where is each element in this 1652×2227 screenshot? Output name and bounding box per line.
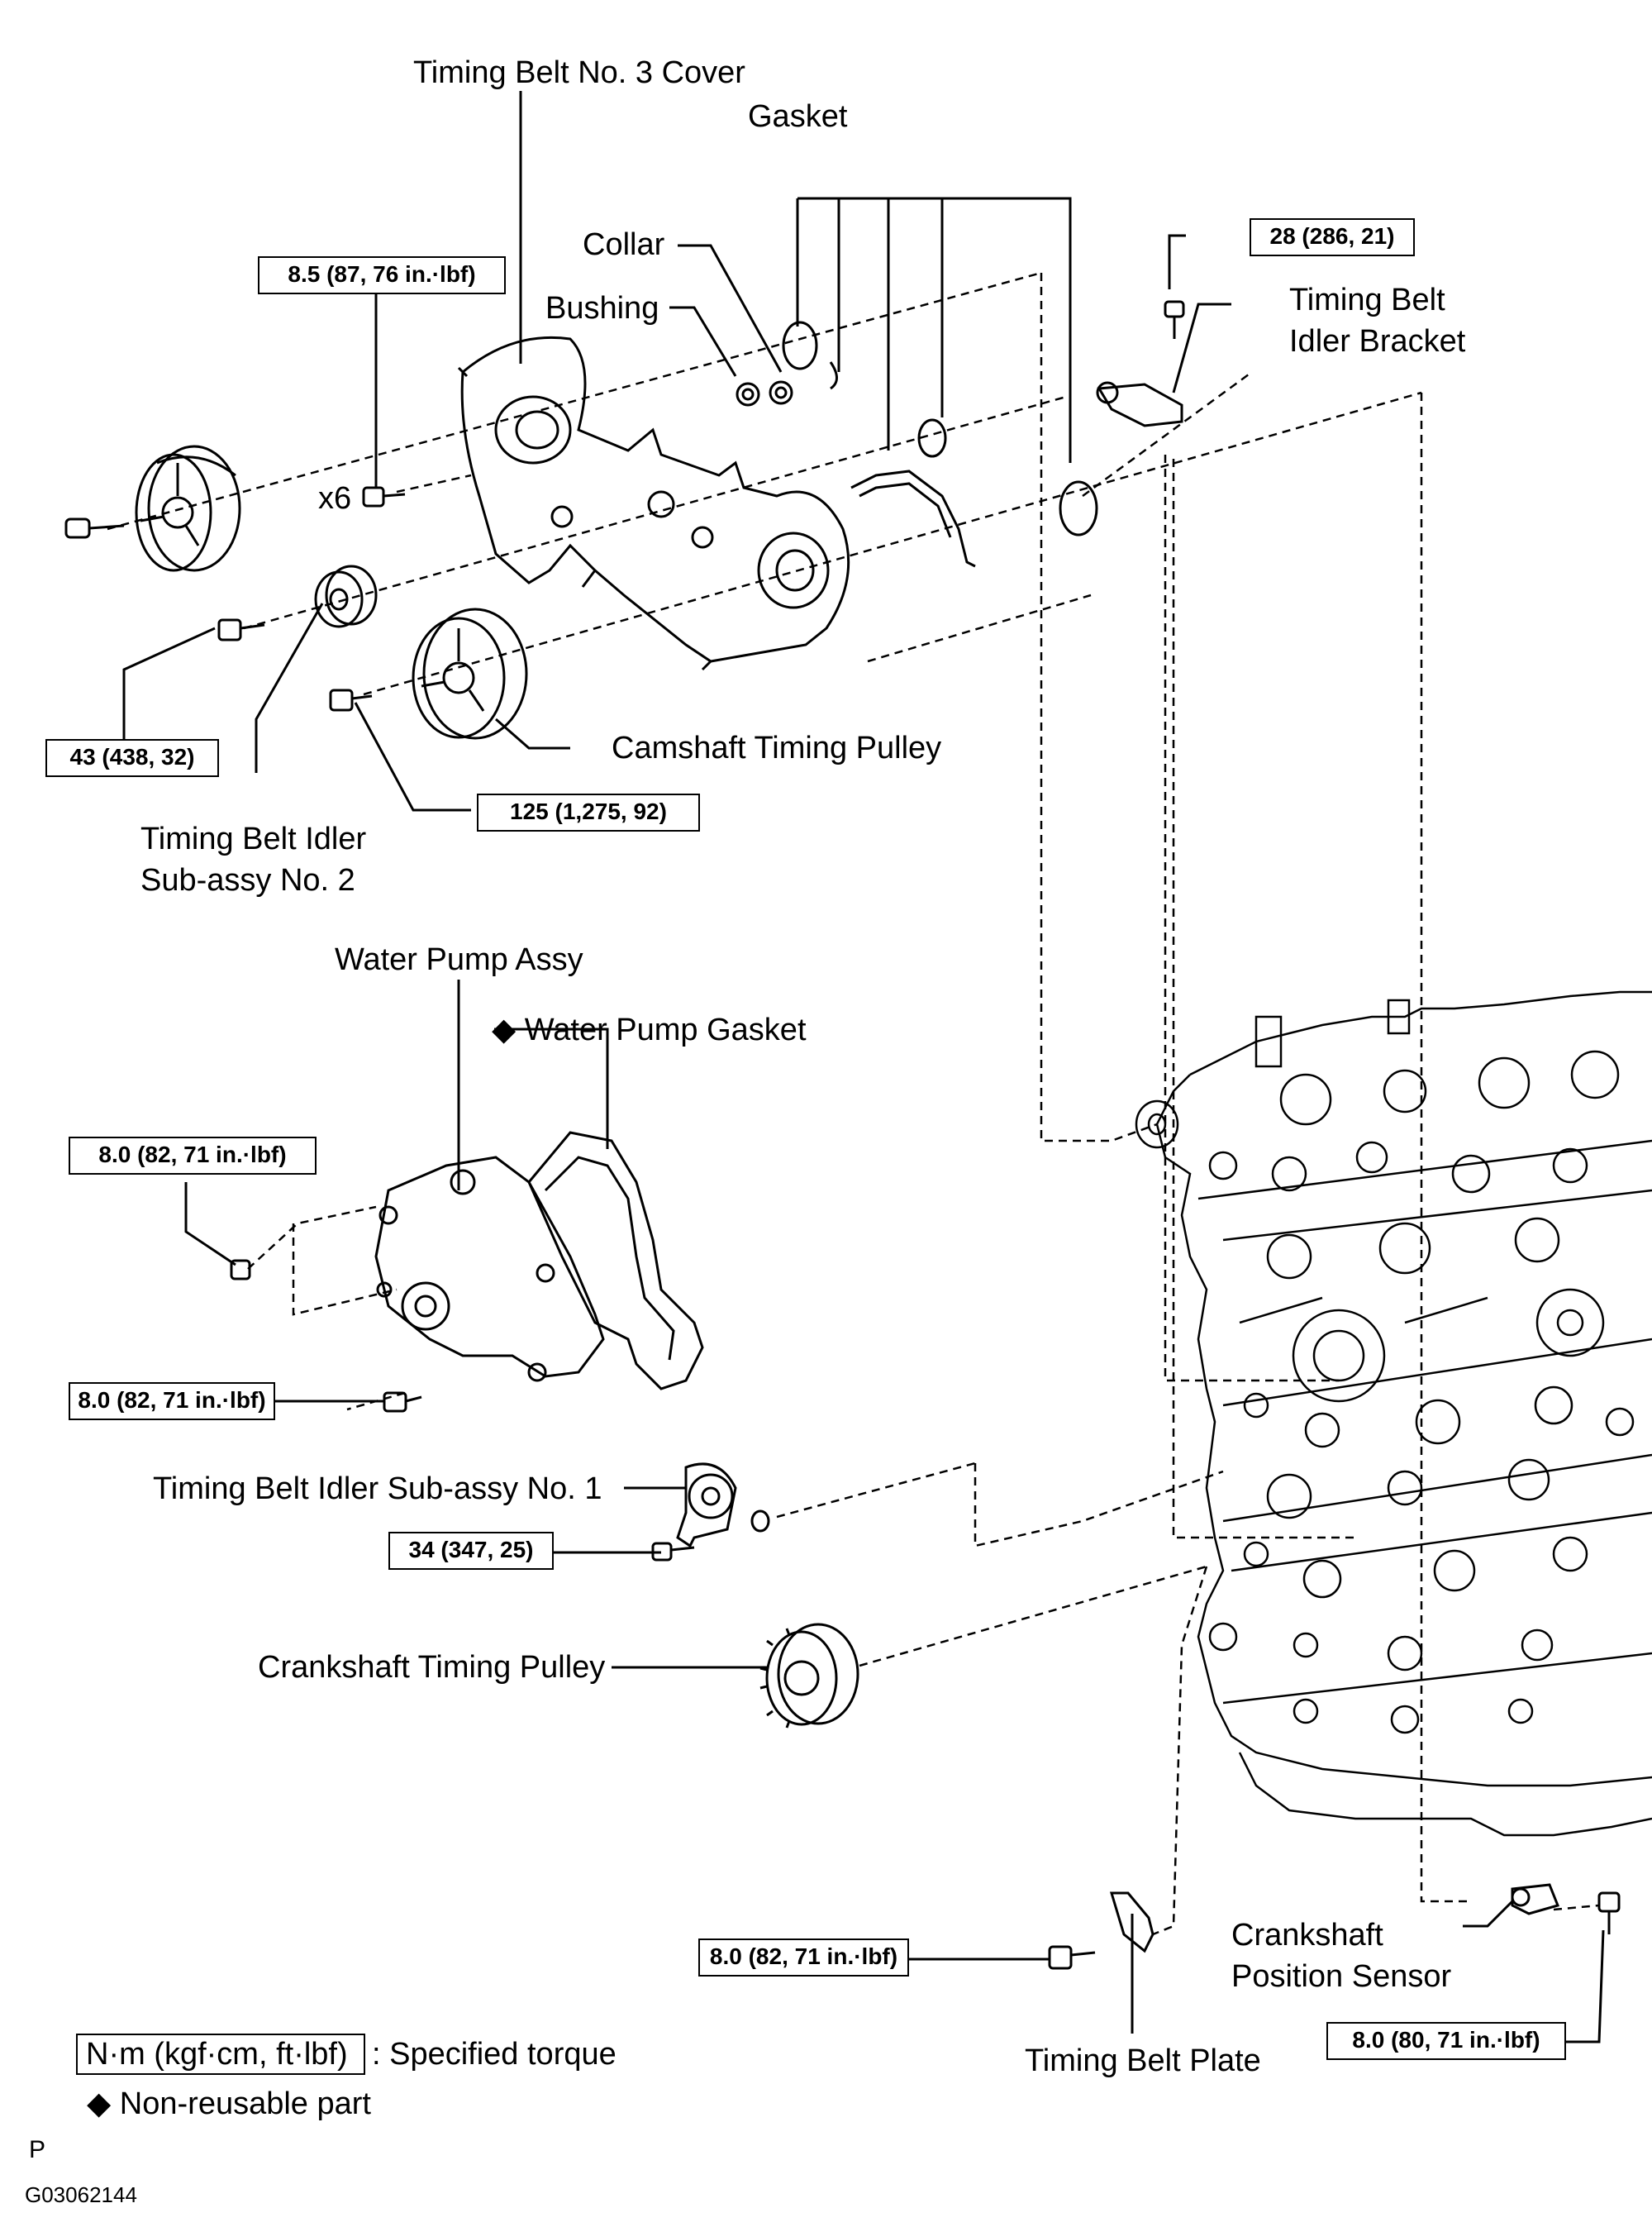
idler-no1-bolt [651, 1542, 695, 1562]
label-idler-no2-line1: Timing Belt Idler [140, 822, 367, 856]
bushing [736, 382, 760, 407]
crankshaft-pulley [759, 1623, 859, 1729]
torque-water-pump-bolt: 8.0 (82, 71 in.·lbf) [69, 1382, 275, 1420]
footer-code: G03062144 [25, 2182, 137, 2207]
cover-bolt [362, 486, 406, 508]
label-gasket: Gasket [748, 99, 848, 134]
label-idler-no2-line2: Sub-assy No. 2 [140, 863, 355, 898]
label-crank-sensor-line1: Crankshaft [1231, 1918, 1383, 1953]
gasket-o-ring [917, 418, 947, 458]
label-idler-bracket-line2: Idler Bracket [1289, 324, 1466, 359]
crank-sensor [1511, 1883, 1560, 1915]
gasket-small-curve [829, 361, 838, 390]
torque-camshaft-bolt: 125 (1,275, 92) [477, 794, 700, 832]
label-timing-belt-no3-cover: Timing Belt No. 3 Cover [413, 55, 745, 90]
idler-no2 [314, 565, 378, 628]
gasket-ring [782, 321, 818, 370]
label-water-pump-gasket-text: Water Pump Gasket [524, 1013, 807, 1047]
torque-sensor-bolt: 8.0 (80, 71 in.·lbf) [1326, 2022, 1566, 2060]
label-x6: x6 [318, 481, 352, 516]
camshaft-bolt [329, 689, 373, 712]
label-timing-belt-plate: Timing Belt Plate [1025, 2043, 1261, 2078]
label-collar: Collar [583, 227, 665, 262]
bolt-left [64, 517, 125, 539]
leader-lines [122, 91, 1605, 2043]
engine-block [1135, 990, 1652, 1837]
water-pump-nut [230, 1259, 251, 1280]
timing-belt-cover [457, 336, 850, 671]
torque-water-pump-nut: 8.0 (82, 71 in.·lbf) [69, 1137, 317, 1175]
label-idler-no1: Timing Belt Idler Sub-assy No. 1 [153, 1471, 602, 1506]
idler-no1-washer [750, 1509, 770, 1533]
torque-plate-bolt: 8.0 (82, 71 in.·lbf) [698, 1938, 909, 1977]
label-idler-bracket-line1: Timing Belt [1289, 283, 1445, 317]
label-water-pump-assy: Water Pump Assy [335, 942, 583, 977]
legend-specified-torque: : Specified torque [372, 2037, 617, 2072]
water-pump-gasket [527, 1131, 704, 1390]
water-pump-bolt [383, 1391, 422, 1413]
idler-no2-bolt [217, 618, 265, 641]
dashed-lines [107, 271, 1600, 1936]
camshaft-pulley-center [412, 608, 528, 740]
gasket-ring-large [1059, 480, 1098, 536]
torque-idler-no2: 43 (438, 32) [45, 739, 219, 777]
collar [769, 380, 793, 405]
torque-bracket-bolt: 28 (286, 21) [1250, 218, 1415, 256]
legend-nonreusable: ◆ Non-reusable part [87, 2085, 371, 2123]
label-water-pump-gasket: ◆ Water Pump Gasket [492, 1011, 807, 1049]
footer-p: P [29, 2136, 46, 2163]
legend-diamond-icon: ◆ [87, 2086, 112, 2121]
torque-idler-no1: 34 (347, 25) [388, 1532, 554, 1570]
plate-bolt [1048, 1945, 1096, 1970]
label-crank-sensor-line2: Position Sensor [1231, 1959, 1452, 1994]
torque-cover-bolt: 8.5 (87, 76 in.·lbf) [258, 256, 506, 294]
camshaft-pulley-left [135, 445, 241, 572]
label-camshaft-timing-pulley: Camshaft Timing Pulley [612, 731, 942, 765]
idler-bracket [1096, 381, 1183, 427]
nonreusable-diamond-icon: ◆ [492, 1013, 517, 1047]
water-pump [374, 1156, 605, 1382]
gasket-curve [850, 470, 976, 568]
legend-unit-box: N·m (kgf·cm, ft·lbf) [76, 2034, 365, 2075]
legend-nonreusable-text: Non-reusable part [119, 2086, 371, 2121]
label-crankshaft-timing-pulley: Crankshaft Timing Pulley [258, 1650, 606, 1685]
bracket-bolt [1164, 300, 1185, 339]
label-bushing: Bushing [545, 291, 659, 326]
idler-no1 [676, 1462, 737, 1548]
sensor-bolt [1597, 1891, 1621, 1934]
timing-belt-plate [1109, 1891, 1154, 1953]
